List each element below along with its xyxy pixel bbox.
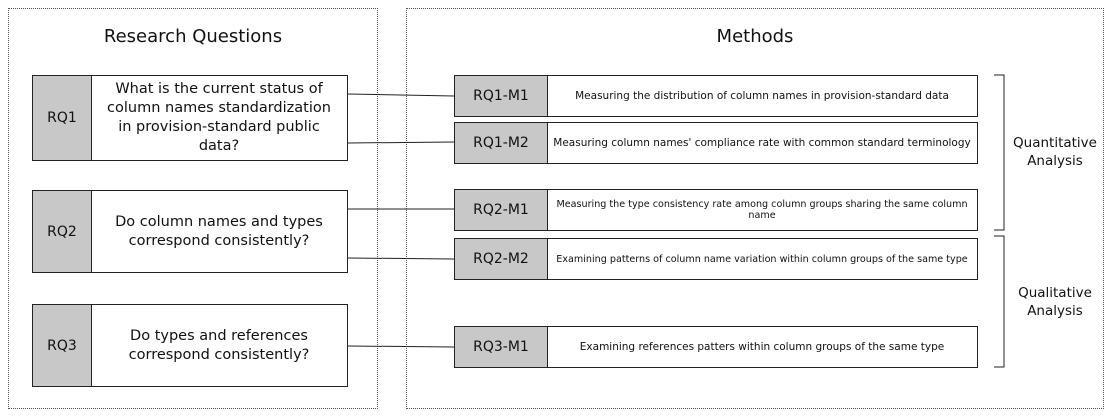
qualitative-analysis-label: Qualitative Analysis [1018, 285, 1092, 319]
method-rq2-m2-text: Examining patterns of column name variat… [556, 253, 968, 265]
connector-rq1-m2 [347, 141, 455, 144]
method-rq2-m2-tag: RQ2-M2 [455, 239, 548, 279]
methods-title: Methods [716, 26, 794, 47]
method-rq3-m1: RQ3-M1 Examining references patters with… [454, 326, 978, 368]
rq3-text: Do types and references correspond consi… [128, 327, 310, 363]
research-questions-title: Research Questions [103, 26, 283, 47]
rq3-tag: RQ3 [33, 305, 92, 386]
method-rq1-m1-tag: RQ1-M1 [455, 76, 548, 116]
rq3-box: RQ3 Do types and references correspond c… [32, 304, 348, 387]
rq1-box: RQ1 What is the current status of column… [32, 75, 348, 161]
connector-rq1-m1 [347, 93, 455, 97]
quantitative-bracket [994, 74, 1005, 231]
method-rq3-m1-text: Examining references patters within colu… [579, 341, 945, 353]
connector-rq3-m1 [347, 345, 455, 348]
rq2-box: RQ2 Do column names and types correspond… [32, 190, 348, 273]
rq2-tag: RQ2 [33, 191, 92, 272]
method-rq3-m1-tag: RQ3-M1 [455, 327, 548, 367]
method-rq2-m1-text: Measuring the type consistency rate amon… [556, 199, 968, 221]
method-rq1-m2: RQ1-M2 Measuring column names' complianc… [454, 122, 978, 164]
rq1-tag: RQ1 [33, 76, 92, 160]
rq1-text: What is the current status of column nam… [107, 81, 331, 154]
connector-rq2-m2 [347, 257, 455, 260]
method-rq1-m1-text: Measuring the distribution of column nam… [575, 90, 949, 102]
method-rq2-m1-tag: RQ2-M1 [455, 190, 548, 230]
method-rq2-m2: RQ2-M2 Examining patterns of column name… [454, 238, 978, 280]
qualitative-bracket [994, 235, 1005, 368]
method-rq1-m1: RQ1-M1 Measuring the distribution of col… [454, 75, 978, 117]
method-rq1-m2-tag: RQ1-M2 [455, 123, 548, 163]
rq2-text: Do column names and types correspond con… [115, 213, 323, 249]
method-rq1-m2-text: Measuring column names' compliance rate … [553, 137, 971, 149]
quantitative-analysis-label: Quantitative Analysis [1013, 135, 1097, 169]
method-rq2-m1: RQ2-M1 Measuring the type consistency ra… [454, 189, 978, 231]
